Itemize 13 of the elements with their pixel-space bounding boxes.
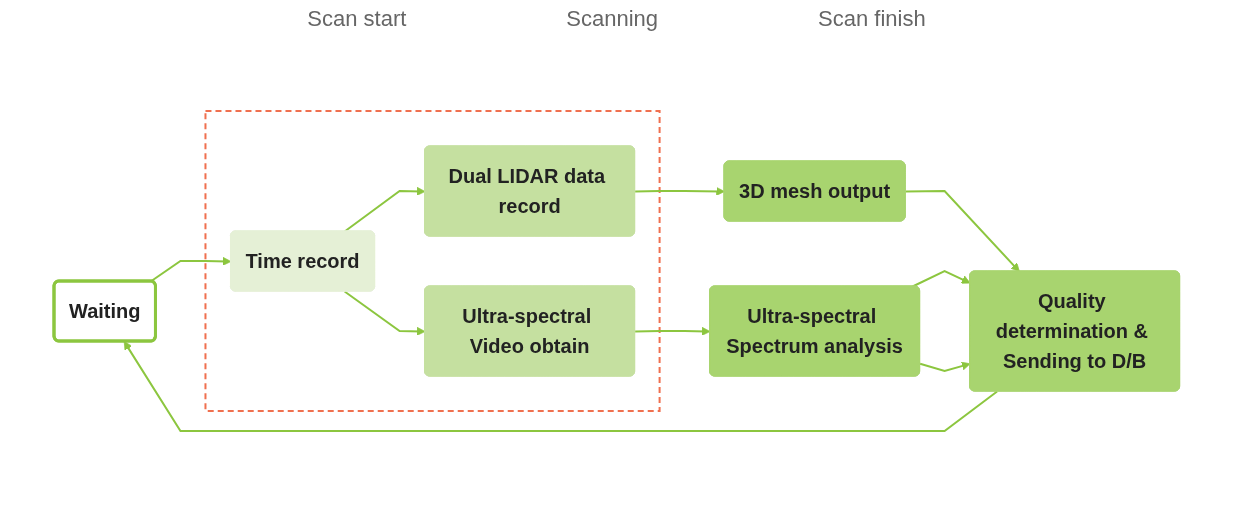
phase-label: Scan finish xyxy=(818,6,926,33)
arrow xyxy=(918,361,971,373)
arrow xyxy=(911,269,971,288)
phase-label: Scan start xyxy=(307,6,407,33)
arrow xyxy=(633,326,711,336)
arrow xyxy=(904,190,1020,272)
arrow xyxy=(343,186,426,233)
arrow xyxy=(149,256,232,283)
arrow xyxy=(343,290,426,336)
arrow xyxy=(633,187,725,196)
phase-label: Scanning xyxy=(566,6,659,33)
arrow xyxy=(123,341,998,432)
cluster xyxy=(204,110,661,412)
